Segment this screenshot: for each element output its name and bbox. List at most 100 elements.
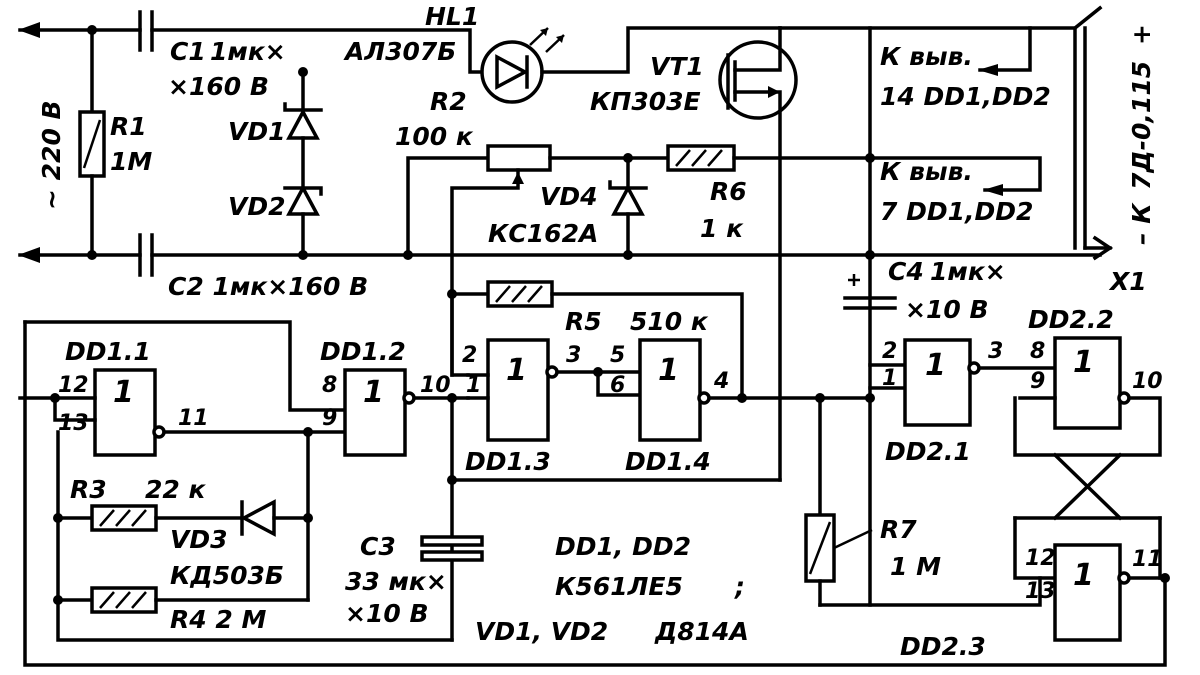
dd1-4-label: DD1.4	[625, 447, 711, 476]
r5-value: 510 к	[630, 307, 709, 336]
dd2-1-pin1: 1	[882, 366, 897, 391]
dd2-2-symbol: 1	[1073, 345, 1094, 380]
dd1-4-pin4: 4	[713, 369, 729, 394]
vd3-diode	[240, 499, 276, 537]
gate-dd2-1	[903, 338, 972, 427]
gate-dd2-3	[1053, 543, 1122, 642]
hl1-type: АЛ307Б	[343, 37, 456, 66]
note-chip-type: К561ЛЕ5	[555, 572, 683, 601]
c1-value: 1мк×	[210, 37, 286, 66]
note-diode-type: Д814А	[654, 617, 749, 646]
r1-value: 1М	[110, 147, 152, 176]
ac-input-label: ~ 220 В	[37, 100, 66, 210]
dd2-3-label: DD2.3	[900, 632, 986, 661]
dd1-4-pin5: 5	[610, 343, 625, 368]
vt1-type: КП303Е	[590, 87, 701, 116]
output-section: 1 2 1 3 DD2.1 1 8 9 10 DD2.2 1 12 13 11 …	[804, 305, 1170, 661]
motor-section: К выв. 14 DD1,DD2 К выв. 7 DD1,DD2 + 7Д-…	[778, 5, 1156, 607]
r5-section: R5 510 к	[447, 280, 744, 400]
c3-name: C3	[360, 532, 396, 561]
gate-dd1-2	[343, 368, 407, 457]
gate-dd1-4	[638, 338, 702, 442]
note-diodes: VD1, VD2	[475, 617, 608, 646]
r2-value: 100 к	[395, 122, 474, 151]
c4-value: 1мк×	[930, 257, 1006, 286]
c4-section: C4 1мк× ×10 В	[843, 257, 1006, 324]
dd2-1-symbol: 1	[925, 348, 946, 383]
hl1-led	[480, 40, 544, 104]
vd2-zener	[286, 184, 320, 216]
dd1-4-symbol: 1	[658, 353, 679, 388]
dd1-3-pin1: 1	[466, 373, 481, 398]
pin7-note-line1: К выв.	[880, 157, 973, 186]
motor-plus: +	[1127, 24, 1156, 45]
dd1-3-label: DD1.3	[465, 447, 551, 476]
vd1-zener	[286, 108, 320, 140]
component-notes: DD1, DD2 К561ЛЕ5 ; VD1, VD2 Д814А	[475, 532, 749, 646]
dd1-2-pin9: 9	[322, 406, 337, 431]
hl1-name: HL1	[425, 2, 479, 31]
vd1-label: VD1	[228, 117, 286, 146]
c4-rating: ×10 В	[905, 295, 989, 324]
r7-name: R7	[880, 515, 917, 544]
c2-label: C2 1мк×160 В	[168, 272, 368, 301]
dd1-1-pin11: 11	[178, 406, 209, 431]
vt1-name: VT1	[650, 52, 704, 81]
r5-name: R5	[565, 307, 602, 336]
reference-section: R2 100 к VD4 КС162А R6 1 к	[395, 87, 872, 377]
dd2-3-pin13: 13	[1025, 579, 1056, 604]
vd4-zener	[611, 184, 645, 216]
pin14-note-line1: К выв.	[880, 42, 973, 71]
c3-value: 33 мк×	[345, 567, 447, 596]
dd1-3-pin2: 2	[462, 343, 477, 368]
x1-label: X1	[1108, 267, 1147, 296]
motor-label: 7Д-0,115	[1127, 61, 1156, 190]
c1-name: C1	[170, 37, 206, 66]
pin14-note-line2: 14 DD1,DD2	[880, 82, 1051, 111]
c4-name: C4	[888, 257, 924, 286]
dd1-1-pin12: 12	[58, 373, 89, 398]
timer-section: 1 2 1 3 DD1.3 1 5 6 4 DD1.4 C3 33 мк× ×1…	[345, 292, 872, 642]
dd2-2-pin9: 9	[1030, 369, 1045, 394]
dd2-2-label: DD2.2	[1028, 305, 1114, 334]
vd4-type: КС162А	[488, 219, 598, 248]
vd4-name: VD4	[540, 182, 598, 211]
oscillator-section: 1 12 13 11 DD1.1 1 8 9 10 DD1.2 R3 22 к	[18, 320, 1167, 667]
gate-dd1-3	[486, 338, 550, 442]
dd1-2-label: DD1.2	[320, 337, 406, 366]
motor-minus: – К	[1127, 202, 1156, 245]
vd2-label: VD2	[228, 192, 286, 221]
dd1-2-symbol: 1	[363, 375, 384, 410]
vd3-name: VD3	[170, 525, 228, 554]
r7-value: 1 М	[890, 552, 941, 581]
dd2-1-label: DD2.1	[885, 437, 971, 466]
vd3-type: КД503Б	[170, 561, 284, 590]
dd2-1-pin2: 2	[882, 339, 897, 364]
led-transistor-section: HL1 АЛ307Б VT1 КП303Е	[343, 2, 798, 482]
r6-resistor	[666, 144, 736, 172]
r1-name: R1	[110, 112, 147, 141]
gate-dd2-2	[1053, 336, 1122, 430]
ac-input-section: ~ 220 В R1 1М C1 1мк× ×160 В C2 1мк×160 …	[18, 10, 1102, 301]
vt1-transistor	[718, 40, 798, 120]
dd1-2-pin10: 10	[420, 373, 451, 398]
dd2-3-pin11: 11	[1132, 547, 1163, 572]
dd2-1-pin3: 3	[988, 339, 1003, 364]
dd2-3-symbol: 1	[1073, 558, 1094, 593]
dd1-1-label: DD1.1	[65, 337, 151, 366]
r3-value: 22 к	[145, 475, 206, 504]
note-chips: DD1, DD2	[555, 532, 691, 561]
r2-name: R2	[430, 87, 467, 116]
dd2-3-pin12: 12	[1025, 546, 1056, 571]
dd1-2-pin8: 8	[322, 373, 337, 398]
c3-rating: ×10 В	[345, 599, 429, 628]
r6-value: 1 к	[700, 214, 744, 243]
gate-dd1-1	[93, 368, 157, 457]
r4-label: R4 2 М	[170, 605, 266, 634]
dd1-3-pin3: 3	[566, 343, 581, 368]
r3-name: R3	[70, 475, 107, 504]
c3-capacitor	[420, 535, 484, 547]
r2-potentiometer	[486, 144, 552, 172]
c1-rating: ×160 В	[168, 72, 269, 101]
dd1-1-pin13: 13	[58, 411, 89, 436]
